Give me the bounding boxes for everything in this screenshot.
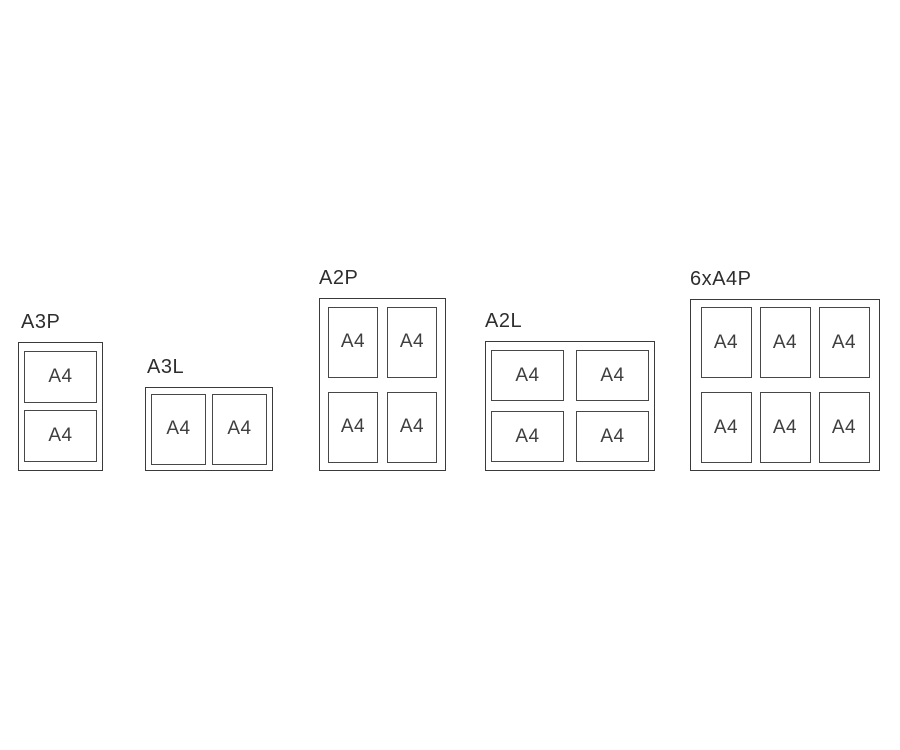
config-6xa4p: 6xA4P A4 A4 A4 A4 A4 A4 <box>690 268 880 471</box>
config-label-a3p: A3P <box>21 311 61 333</box>
frame-configurations-row: A3P A4 A4 A3L A4 A4 A2P A4 A4 A4 A4 A2L <box>18 0 880 471</box>
a4-slot: A4 <box>818 392 870 463</box>
a4-slot: A4 <box>700 307 752 378</box>
config-a3l: A3L A4 A4 <box>145 356 273 471</box>
frame-a3p: A4 A4 <box>18 342 103 471</box>
config-label-a2p: A2P <box>319 267 359 289</box>
frame-a2l: A4 A4 A4 A4 <box>485 341 655 471</box>
a4-slot: A4 <box>387 391 437 463</box>
config-a2l: A2L A4 A4 A4 A4 <box>485 310 655 471</box>
a4-slot: A4 <box>700 392 752 463</box>
a4-slot: A4 <box>759 392 811 463</box>
frame-6xa4p: A4 A4 A4 A4 A4 A4 <box>690 299 880 471</box>
a4-slot: A4 <box>759 307 811 378</box>
a4-slot: A4 <box>24 410 97 462</box>
config-label-a2l: A2L <box>485 310 523 332</box>
config-a3p: A3P A4 A4 <box>18 311 103 471</box>
a4-slot: A4 <box>387 306 437 378</box>
config-label-a3l: A3L <box>147 356 185 378</box>
a4-slot: A4 <box>328 391 378 463</box>
a4-slot: A4 <box>151 393 206 465</box>
a4-slot: A4 <box>212 393 267 465</box>
config-a2p: A2P A4 A4 A4 A4 <box>319 267 446 471</box>
frame-a2p: A4 A4 A4 A4 <box>319 298 446 471</box>
a4-slot: A4 <box>576 350 649 401</box>
a4-slot: A4 <box>491 350 564 401</box>
a4-slot: A4 <box>24 351 97 403</box>
a4-slot: A4 <box>491 411 564 462</box>
a4-slot: A4 <box>818 307 870 378</box>
a4-slot: A4 <box>576 411 649 462</box>
frame-a3l: A4 A4 <box>145 387 273 471</box>
a4-slot: A4 <box>328 306 378 378</box>
config-label-6xa4p: 6xA4P <box>690 268 752 290</box>
